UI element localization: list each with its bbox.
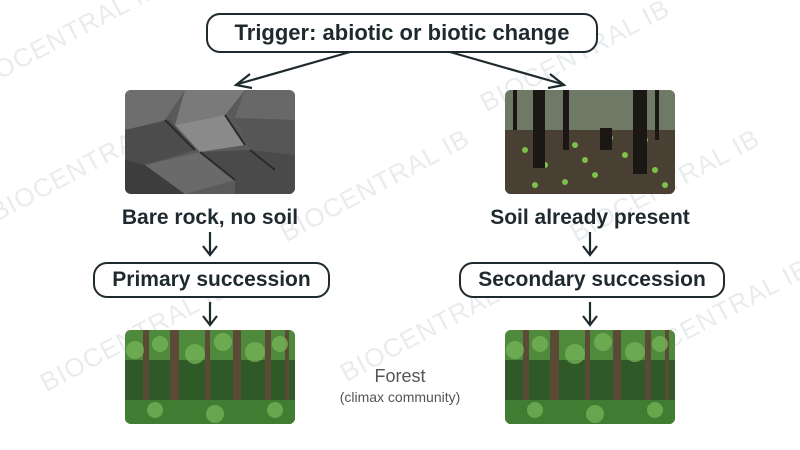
forest-caption: Forest [374, 366, 426, 386]
condition-label-left: Bare rock, no soil [121, 206, 299, 229]
secondary-succession-box: Secondary succession [459, 262, 725, 298]
burnt-forest-image [505, 90, 675, 194]
secondary-succession-label: Secondary succession [478, 268, 706, 291]
primary-succession-label: Primary succession [112, 268, 311, 291]
bare-rock-image [125, 90, 295, 194]
forest-image-right [505, 330, 675, 424]
forest-image-left [125, 330, 295, 424]
condition-label-right: Soil already present [490, 206, 690, 229]
arrow-to-left [233, 50, 567, 90]
climax-community-caption: (climax community) [339, 389, 461, 405]
trigger-label: Trigger: abiotic or biotic change [234, 20, 570, 45]
trigger-box: Trigger: abiotic or biotic change [206, 13, 598, 53]
primary-succession-box: Primary succession [93, 262, 330, 298]
